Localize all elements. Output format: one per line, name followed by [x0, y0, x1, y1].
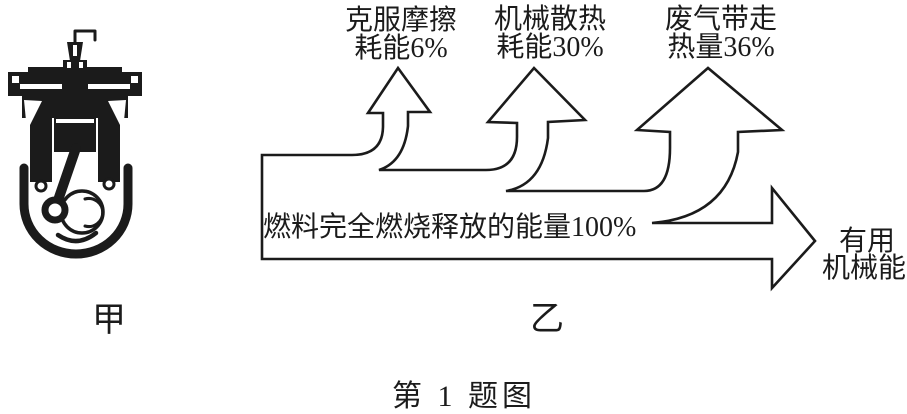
head-gasket-line-right — [88, 84, 130, 89]
exhaust-port — [108, 100, 126, 131]
spark-plug-nut-facet-right — [79, 62, 83, 68]
spark-plug-nut — [63, 60, 87, 73]
figure-caption: 第 1 题图 — [392, 380, 536, 413]
useful-output-label-line1: 有用 — [839, 225, 895, 257]
spark-plug-highlight — [73, 45, 77, 56]
branch-heat-label-line1: 机械散热 — [494, 3, 606, 35]
useful-output-label-line2: 机械能 — [822, 252, 906, 284]
rocker-cover-left — [28, 67, 64, 74]
case-bolt-right — [102, 177, 116, 191]
head-gasket-line-left — [20, 84, 62, 89]
rocker-cover-right — [86, 67, 122, 74]
head-detail-left — [12, 76, 19, 83]
spark-plug-wire — [73, 29, 97, 47]
diagram-sublabel: 乙 — [530, 301, 564, 338]
case-bolt-left — [34, 179, 48, 193]
head-detail-right — [131, 76, 138, 83]
branch-exhaust-label-line2: 热量36% — [667, 31, 774, 63]
crank-pin — [41, 196, 69, 224]
valve-right — [99, 100, 106, 152]
spark-plug-nut-facet-left — [67, 62, 71, 68]
engine-sublabel: 甲 — [92, 302, 126, 339]
branch-exhaust-label-line1: 废气带走 — [665, 3, 777, 35]
crank-web-detail — [83, 197, 105, 228]
valve-left — [44, 100, 51, 152]
intake-port — [24, 100, 42, 131]
source-energy-label: 燃料完全燃烧释放的能量100% — [263, 211, 636, 243]
branch-friction-label-line1: 克服摩擦 — [345, 4, 457, 36]
engine-illustration — [8, 29, 142, 259]
energy-flow-arrows — [260, 65, 817, 292]
branch-heat-label-line2: 耗能30% — [496, 31, 603, 63]
piston-ring-line — [56, 119, 94, 123]
rotation-arc — [55, 230, 99, 244]
branch-friction-label-line2: 耗能6% — [354, 32, 447, 64]
